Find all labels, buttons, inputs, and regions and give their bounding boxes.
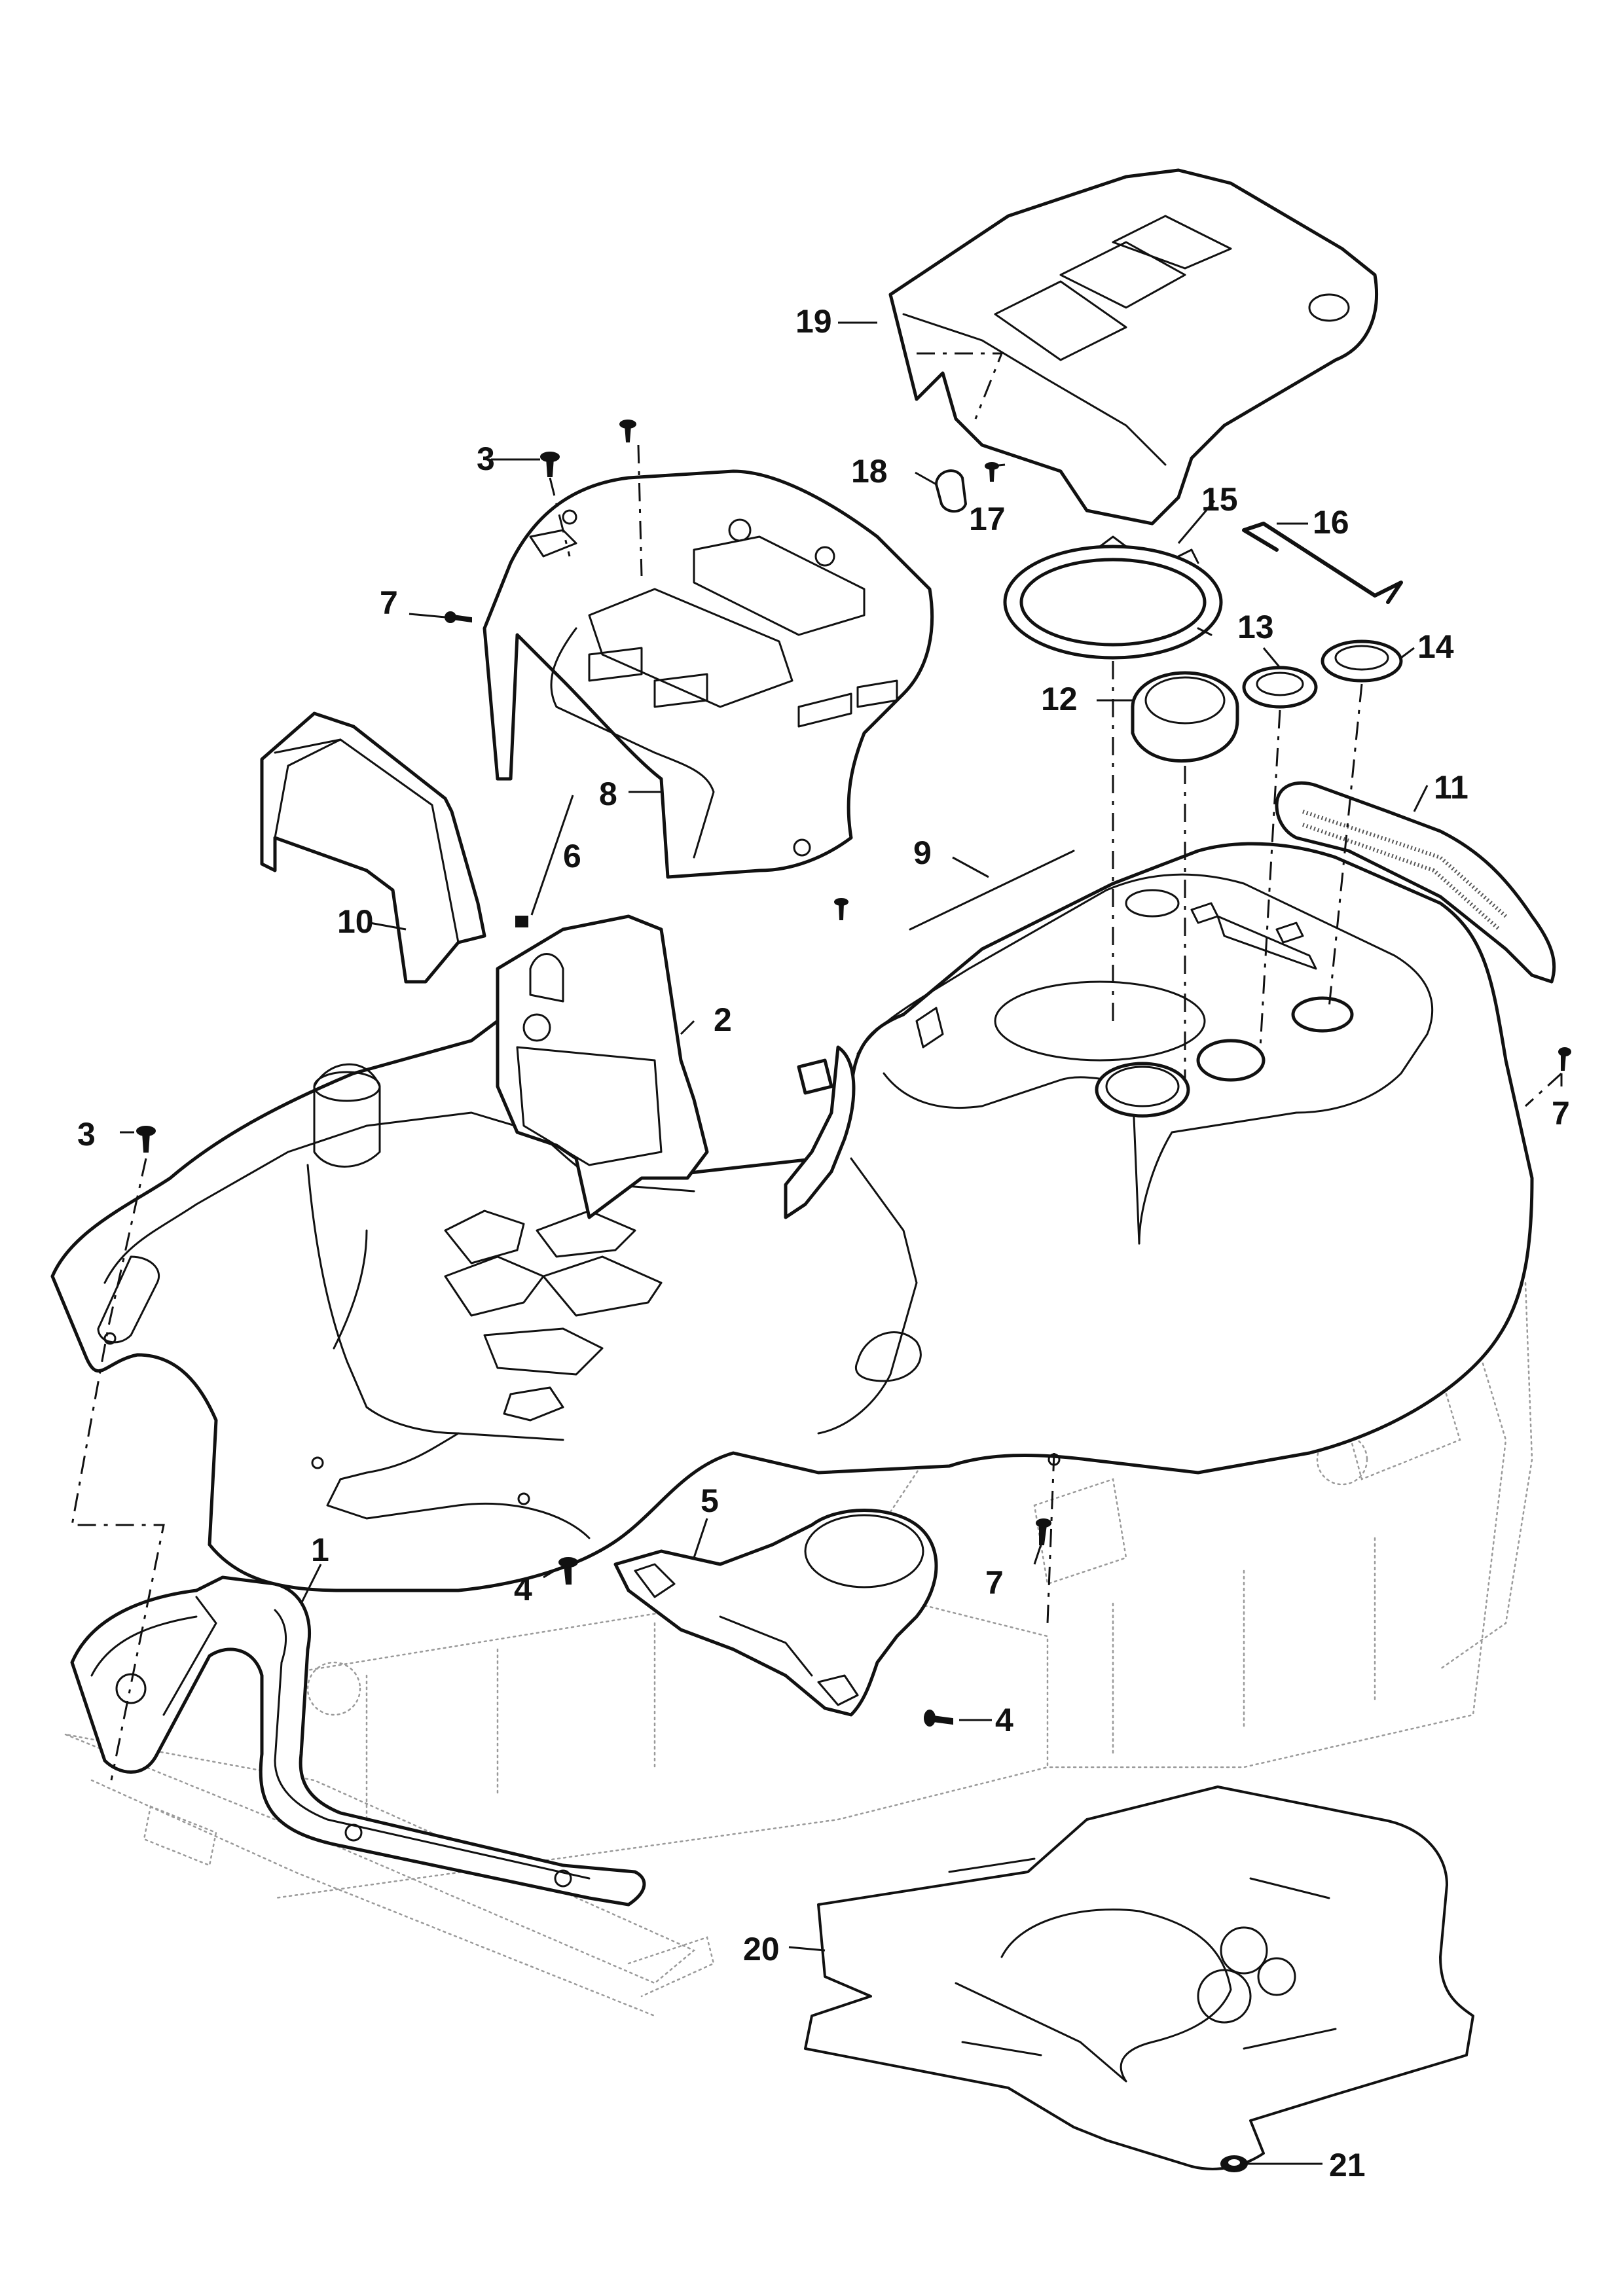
callout-14: 14 [1417,628,1454,665]
callout-9: 10 [337,903,374,940]
part-11-grille [1275,781,1556,984]
callout-11: 11 [1434,769,1468,806]
hardware [136,420,1571,2172]
assembly-lines [71,444,1563,1781]
callout-3-upper: 3 [477,440,495,477]
callout-6: 6 [563,838,581,874]
leader-lines [120,321,1563,2165]
part-12-cap [1131,671,1239,763]
part-8-dashboard-console [483,469,934,879]
callout-21: 21 [1329,2147,1366,2183]
callout-10: 9 [913,834,932,871]
part-15-ring [1003,535,1223,660]
part-19-top-cover [888,168,1378,526]
part-5-center-bracket [613,1509,938,1717]
callout-2: 2 [714,1001,732,1038]
part-16-rod [1242,522,1403,604]
callout-12: 12 [1041,681,1078,717]
callout-7-right: 7 [1552,1095,1570,1132]
callout-7-upper-left: 7 [380,584,398,621]
callout-8: 8 [599,776,617,812]
callout-7-lower: 7 [985,1564,1004,1601]
part-13-seal [1242,666,1318,709]
callout-20: 20 [743,1931,780,1967]
callout-17: 17 [969,501,1006,537]
part-9-cover [260,711,486,984]
callout-13: 13 [1237,609,1274,645]
callout-5: 5 [701,1482,719,1519]
callout-1: 1 [311,1532,329,1568]
callout-15: 15 [1201,481,1238,518]
part-1-front-bumper [70,1575,646,1907]
callout-4-upper: 4 [514,1571,532,1607]
callout-16: 16 [1313,504,1349,541]
part-20-mat [804,1785,1474,2170]
callout-labels: 19 18 17 15 16 13 14 12 11 9 3 7 6 8 10 … [77,303,1570,2183]
callout-18: 18 [851,453,888,490]
callout-19: 19 [795,303,832,340]
callout-4-lower: 4 [995,1702,1013,1738]
part-10-body-shroud [50,842,1534,1592]
callout-3-left: 3 [77,1116,96,1153]
part-2-seat-pan [496,914,856,1219]
part-14-seal [1321,639,1403,683]
